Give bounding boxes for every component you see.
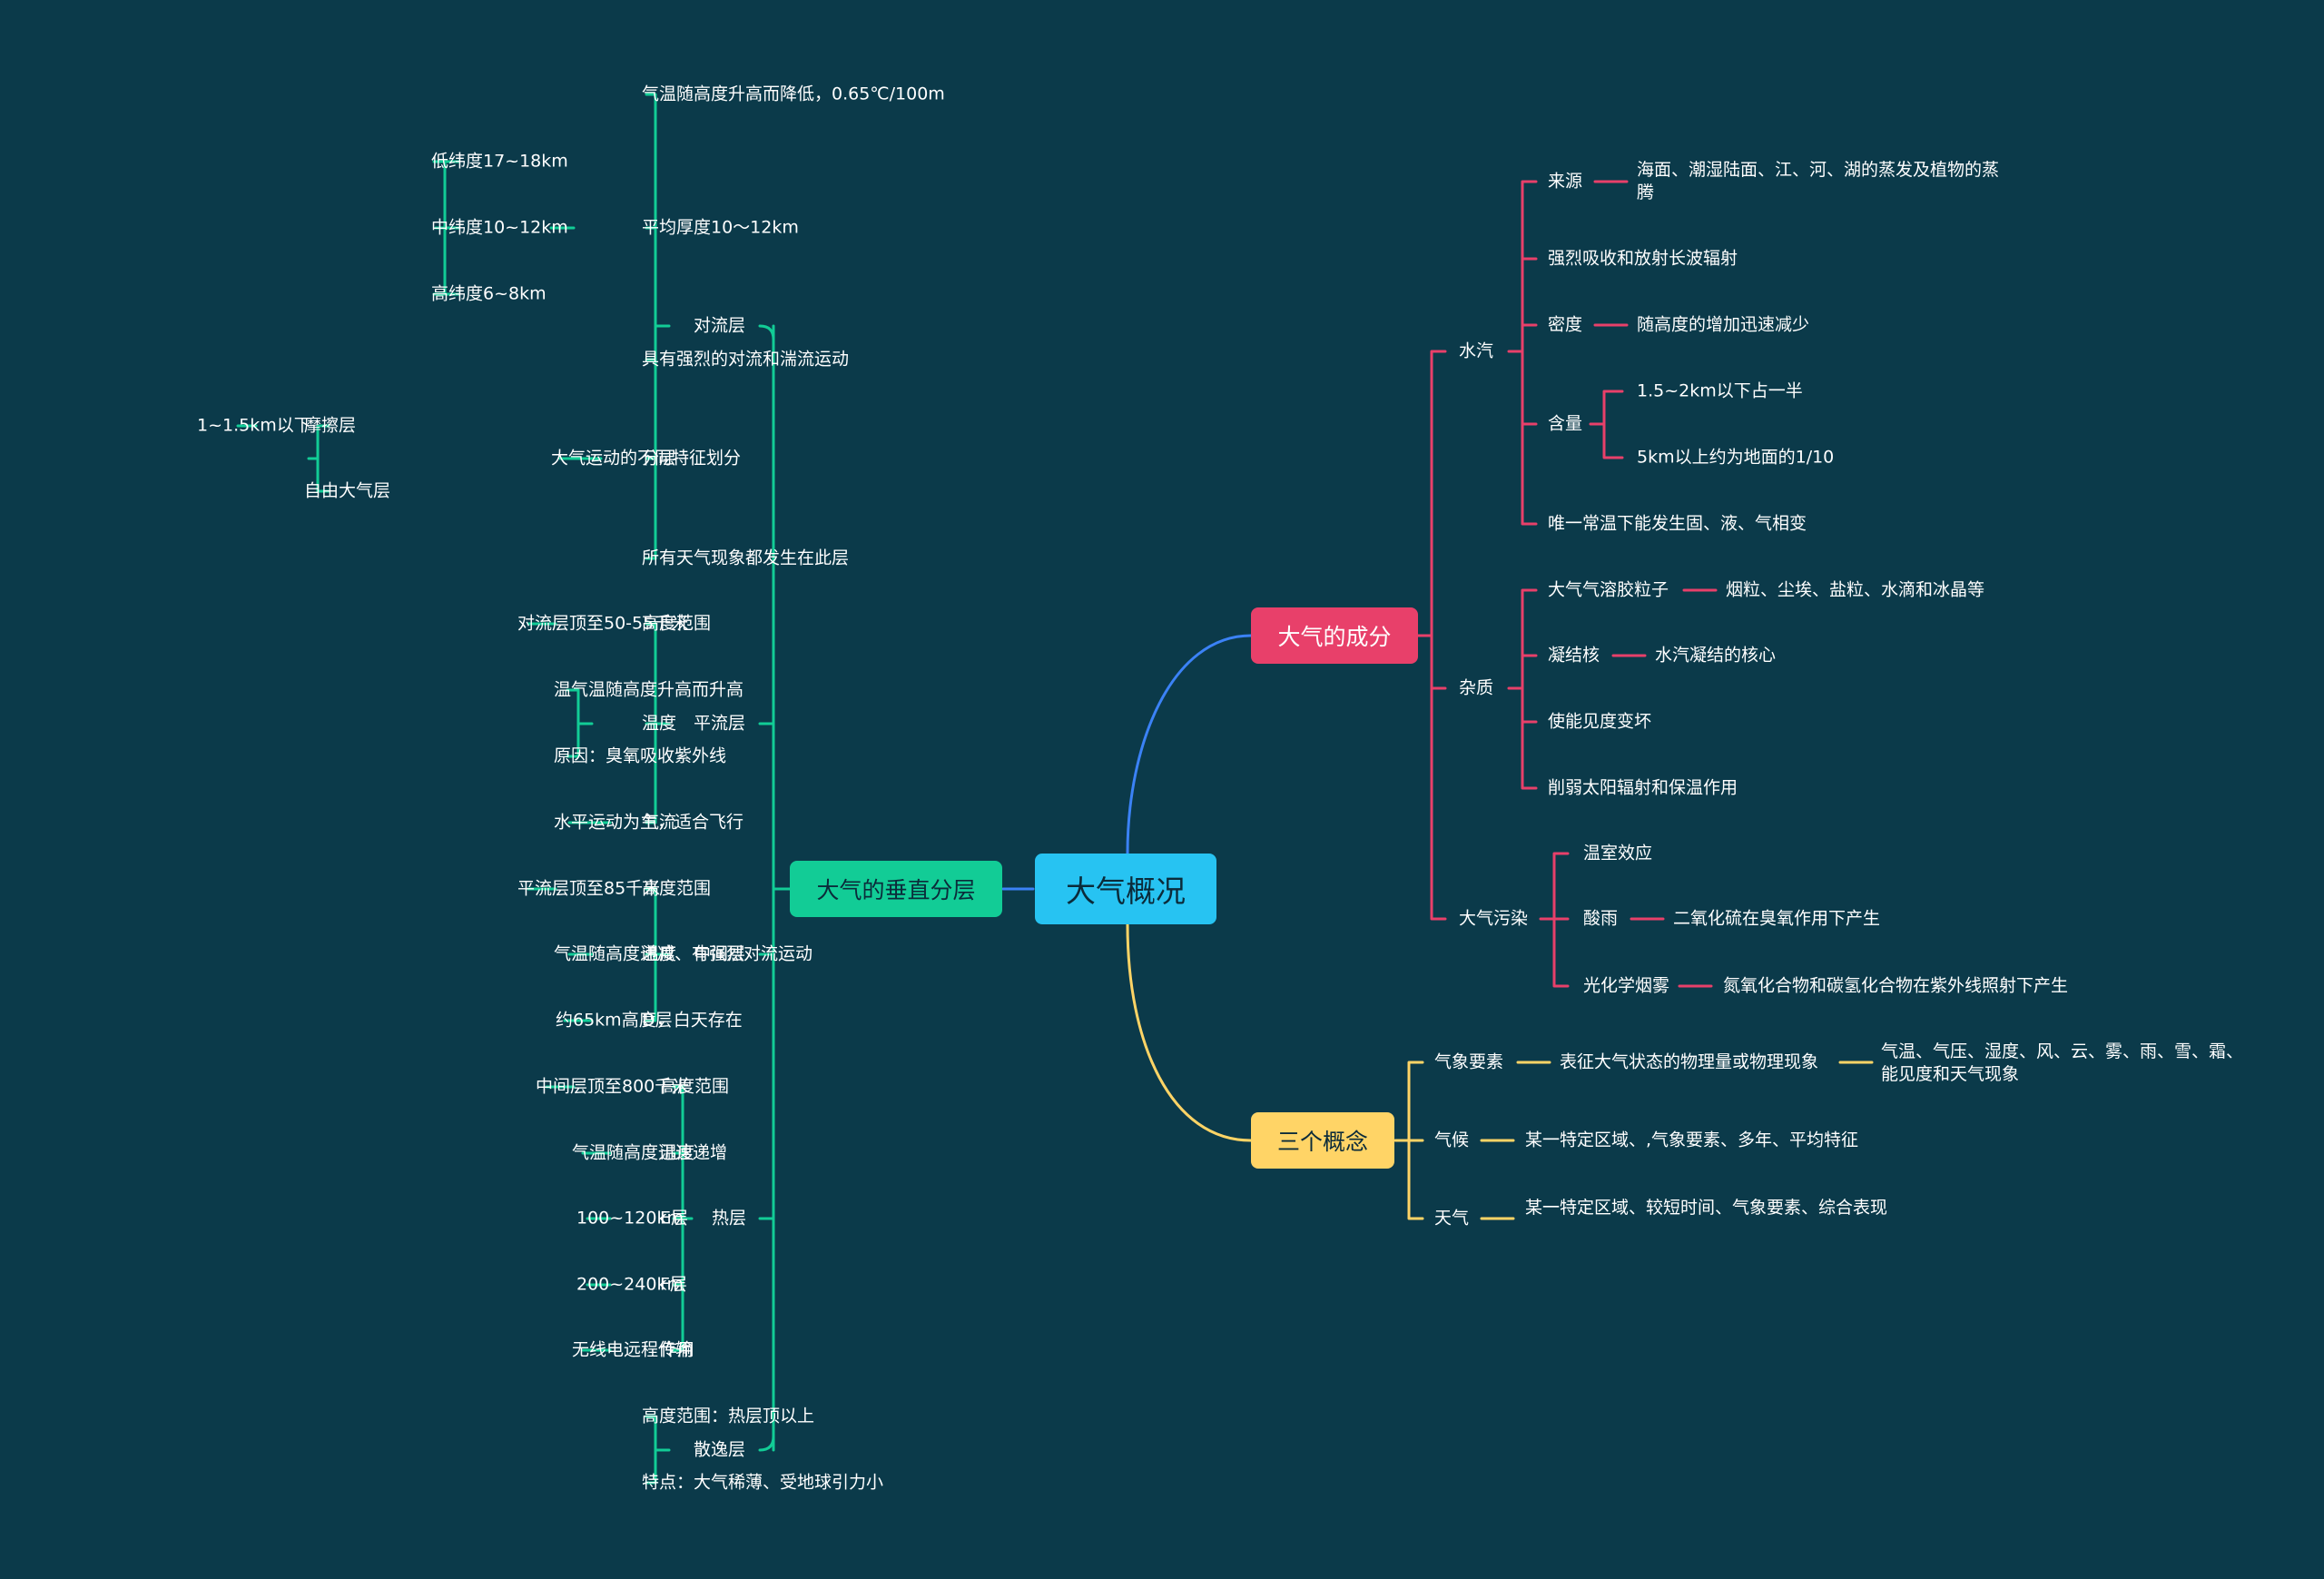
node-strat-flow-label[interactable]: 气流 (642, 812, 677, 833)
node-vapor-phase[interactable]: 唯一常温下能发生固、液、气相变 (1548, 513, 1807, 534)
node-thermo-e-label[interactable]: E层 (660, 1208, 689, 1229)
node-radiation[interactable]: 削弱太阳辐射和保温作用 (1548, 777, 1738, 798)
node-trop-thickness[interactable]: 平均厚度10～12km (642, 217, 799, 238)
node-smog[interactable]: 氮氧化合物和碳氢化合物在紫外线照射下产生 (1723, 975, 2069, 996)
node-vapor-density[interactable]: 随高度的增加迅速减少 (1637, 314, 1810, 335)
node-weather[interactable]: 某一特定区域、较短时间、气象要素、综合表现 (1525, 1198, 1888, 1218)
node-element-label[interactable]: 气象要素 (1434, 1051, 1504, 1072)
node-exosphere[interactable]: 散逸层 (694, 1439, 746, 1460)
node-aerosol[interactable]: 烟粒、尘埃、盐粒、水滴和冰晶等 (1726, 579, 1985, 600)
node-thermo-height-label[interactable]: 高度范围 (660, 1076, 730, 1097)
node-climate[interactable]: 某一特定区域、,气象要素、多年、平均特征 (1525, 1130, 1859, 1150)
node-mid-lat[interactable]: 中纬度10~12km (431, 217, 568, 238)
node-thermo-f-label[interactable]: F层 (660, 1274, 687, 1295)
node-thermo-use[interactable]: 无线电远程传输 (572, 1339, 694, 1360)
node-trop-division[interactable]: 分层 (642, 448, 677, 469)
node-strat-temp[interactable]: 温气温随高度升高而升高 (554, 679, 744, 700)
node-element-list[interactable]: 气温、气压、湿度、风、云、雾、雨、雪、霜、能见度和天气现象 (1881, 1041, 2244, 1084)
node-impurity[interactable]: 杂质 (1459, 677, 1494, 698)
node-pollution[interactable]: 大气污染 (1459, 908, 1529, 929)
node-smog-label[interactable]: 光化学烟雾 (1583, 975, 1670, 996)
node-vapor-source-label[interactable]: 来源 (1548, 171, 1583, 192)
node-acid[interactable]: 二氧化硫在臭氧作用下产生 (1673, 908, 1881, 929)
node-climate-label[interactable]: 气候 (1434, 1130, 1470, 1150)
node-vapor-source[interactable]: 海面、潮湿陆面、江、河、湖的蒸发及植物的蒸腾 (1637, 160, 2000, 202)
node-free-layer[interactable]: 自由大气层 (304, 480, 391, 501)
node-vapor-content-low[interactable]: 1.5~2km以下占一半 (1637, 380, 1803, 401)
node-strat-flow[interactable]: 水平运动为主，适合飞行 (554, 812, 744, 833)
center-topic[interactable]: 大气概况 (1035, 854, 1216, 924)
node-greenhouse[interactable]: 温室效应 (1583, 843, 1653, 864)
node-meso-temp-label[interactable]: 温度 (642, 943, 677, 964)
node-visibility[interactable]: 使能见度变坏 (1548, 711, 1652, 732)
node-thermosphere[interactable]: 热层 (712, 1208, 747, 1229)
node-vapor-density-label[interactable]: 密度 (1548, 314, 1583, 335)
node-thermo-temp-label[interactable]: 温度 (660, 1142, 695, 1163)
node-vapor-content-label[interactable]: 含量 (1548, 413, 1583, 434)
node-exo-height[interactable]: 高度范围：热层顶以上 (642, 1406, 815, 1426)
node-high-lat[interactable]: 高纬度6~8km (431, 283, 547, 304)
node-exo-feature[interactable]: 特点：大气稀薄、受地球引力小 (642, 1472, 884, 1493)
node-strat-height-label[interactable]: 高度范围 (642, 613, 712, 634)
node-vapor[interactable]: 水汽 (1459, 340, 1494, 361)
node-trop-temp[interactable]: 气温随高度升高而降低，0.65℃/100m (642, 84, 945, 104)
node-trop-weather[interactable]: 所有天气现象都发生在此层 (642, 548, 850, 568)
node-element-def[interactable]: 表征大气状态的物理量或物理现象 (1560, 1051, 1819, 1072)
node-friction-height[interactable]: 1~1.5km以下 (197, 415, 311, 436)
node-strat-temp-label[interactable]: 温度 (642, 713, 677, 734)
node-aerosol-label[interactable]: 大气气溶胶粒子 (1548, 579, 1669, 600)
node-low-lat[interactable]: 低纬度17~18km (431, 151, 568, 172)
node-mesosphere[interactable]: 中间层 (694, 943, 746, 964)
branch-vertical-layers[interactable]: 大气的垂直分层 (790, 861, 1002, 917)
node-friction-layer[interactable]: 摩擦层 (304, 415, 357, 436)
node-thermo-height[interactable]: 中间层顶至800千米 (536, 1076, 690, 1097)
node-division-basis[interactable]: 大气运动的不同特征划分 (551, 448, 742, 469)
node-strat-height[interactable]: 对流层顶至50-55千米 (517, 613, 689, 634)
node-troposphere[interactable]: 对流层 (694, 315, 746, 336)
node-meso-d[interactable]: 约65km高度，白天存在 (556, 1010, 743, 1031)
node-thermo-f[interactable]: 200~240km (576, 1274, 684, 1295)
node-vapor-content-high[interactable]: 5km以上约为地面的1/10 (1637, 447, 1835, 468)
node-nucleus[interactable]: 水汽凝结的核心 (1655, 645, 1777, 666)
branch-concepts[interactable]: 三个概念 (1251, 1112, 1394, 1169)
node-meso-d-label[interactable]: D层 (642, 1010, 673, 1031)
node-trop-convection[interactable]: 具有强烈的对流和湍流运动 (642, 349, 850, 370)
node-thermo-temp[interactable]: 气温随高度迅速递增 (572, 1142, 728, 1163)
node-acid-label[interactable]: 酸雨 (1583, 908, 1619, 929)
node-strat-reason[interactable]: 原因：臭氧吸收紫外线 (554, 745, 727, 766)
node-stratosphere[interactable]: 平流层 (694, 713, 746, 734)
node-thermo-use-label[interactable]: 作用 (660, 1339, 695, 1360)
branch-composition[interactable]: 大气的成分 (1251, 607, 1418, 664)
node-vapor-absorb[interactable]: 强烈吸收和放射长波辐射 (1548, 248, 1738, 269)
node-weather-label[interactable]: 天气 (1434, 1208, 1470, 1229)
node-meso-temp[interactable]: 气温随高度递减、有强烈对流运动 (554, 943, 813, 964)
node-meso-height-label[interactable]: 高度范围 (642, 878, 712, 899)
node-meso-height[interactable]: 平流层顶至85千米 (517, 878, 661, 899)
node-thermo-e[interactable]: 100~120km (576, 1208, 684, 1229)
node-nucleus-label[interactable]: 凝结核 (1548, 645, 1600, 666)
